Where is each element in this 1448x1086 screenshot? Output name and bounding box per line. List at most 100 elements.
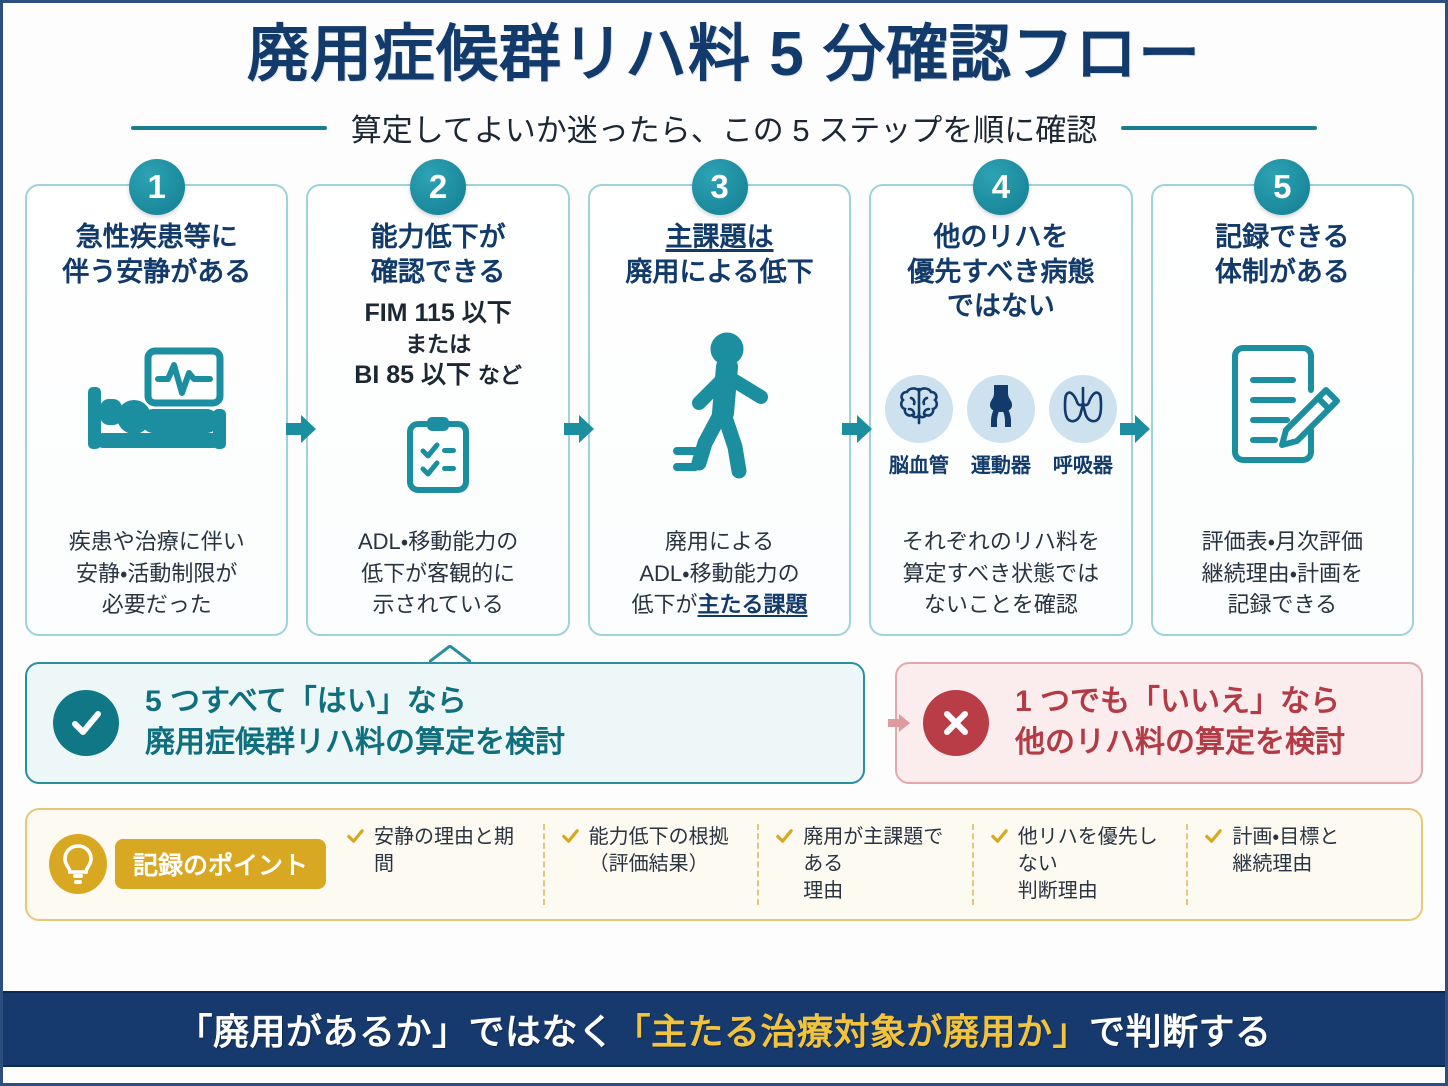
criteria-bi-row: BI 85 以下 など bbox=[354, 359, 522, 392]
check-circle-icon bbox=[53, 689, 119, 756]
step-title-2-line2: 確認できる bbox=[370, 256, 506, 287]
step-title-5-line1: 記録できる bbox=[1215, 222, 1350, 253]
step-caption-1-line1: 疾患や治療に伴い bbox=[68, 529, 245, 555]
tip-text-1-line1: 安静の理由と期間 bbox=[374, 825, 515, 875]
tips-items: 安静の理由と期間 能力低下の根拠 （評価結果） 廃用が主課題である 理由 bbox=[342, 823, 1401, 905]
step-icon-area-2 bbox=[318, 392, 557, 522]
step-caption-5: 評価表・月次評価 継続理由・計画を 記録できる bbox=[1202, 526, 1363, 620]
tip-text-2-line2: （評価結果） bbox=[588, 852, 709, 875]
tip-text-3-line1: 廃用が主課題である bbox=[803, 825, 944, 875]
step-caption-5-line3: 記録できる bbox=[1227, 591, 1338, 617]
tip-text-5: 計画・目標と 継続理由 bbox=[1232, 824, 1339, 878]
criteria-or: または bbox=[405, 332, 472, 358]
tip-text-4-line2: 判断理由 bbox=[1017, 879, 1098, 902]
connector-arrow-4-5 bbox=[1118, 412, 1152, 446]
step-criteria-2: FIM 115 以下 または BI 85 以下 など bbox=[354, 297, 522, 392]
tip-item-4: 他リハを優先しない 判断理由 bbox=[971, 823, 1187, 905]
conclusion-yes-text: 5 つすべて「はい」なら 廃用症候群リハ料の算定を検討 bbox=[145, 682, 565, 764]
brain-icon bbox=[895, 384, 943, 433]
page-title: 廃用症候群リハ料 5 分確認フロー bbox=[247, 20, 1201, 89]
conclusion-yes-banner: 5 つすべて「はい」なら 廃用症候群リハ料の算定を検討 bbox=[25, 662, 865, 784]
step-card-3: 3 主課題は 廃用による低下 bbox=[587, 159, 852, 637]
tip-text-4: 他リハを優先しない 判断理由 bbox=[1018, 824, 1171, 905]
cross-circle-icon bbox=[923, 689, 989, 756]
clipboard-checklist-icon bbox=[405, 415, 471, 500]
tip-item-3: 廃用が主課題である 理由 bbox=[757, 823, 972, 905]
subtitle-row: 算定してよいか迷ったら、この 5 ステップを順に確認 bbox=[3, 105, 1445, 150]
bottom-banner-text: 「廃用があるか」ではなく「主たる治療対象が廃用か」で判断する bbox=[176, 1003, 1271, 1055]
tips-strip: 記録のポイント 安静の理由と期間 能力低下の根拠 （評価結果） bbox=[25, 807, 1423, 921]
step-caption-2: ADL・移動能力の 低下が客観的に 示されている bbox=[358, 526, 518, 620]
step-card-1: 1 急性疾患等に 伴う安静がある bbox=[25, 159, 289, 637]
tip-text-4-line1: 他リハを優先しない bbox=[1017, 825, 1158, 875]
document-pencil-icon bbox=[1223, 344, 1341, 473]
step-caption-1-line3: 必要だった bbox=[101, 591, 212, 617]
step-badge-4: 4 bbox=[972, 159, 1029, 216]
tip-item-1: 安静の理由と期間 bbox=[342, 824, 543, 905]
check-icon-5 bbox=[1204, 827, 1223, 851]
step-card-2: 2 能力低下が 確認できる FIM 115 以下 または BI 85 以下 など bbox=[306, 159, 570, 637]
criteria-bi-suffix: など bbox=[477, 363, 522, 389]
organ-group: 脳血管 bbox=[884, 374, 1117, 478]
organ-label-lungs: 呼吸器 bbox=[1052, 454, 1113, 477]
step-badge-5: 5 bbox=[1254, 159, 1311, 216]
organ-label-brain: 脳血管 bbox=[888, 454, 949, 477]
check-icon-1 bbox=[346, 827, 365, 851]
step-card-5: 5 記録できる 体制がある bbox=[1150, 159, 1415, 637]
patient-in-bed-monitor-icon bbox=[82, 347, 232, 470]
step-caption-4-line1: それぞれのリハ料を bbox=[901, 529, 1100, 555]
organ-circle-joint bbox=[966, 374, 1035, 443]
organ-circle-lungs bbox=[1048, 374, 1117, 443]
check-icon-4 bbox=[990, 827, 1009, 851]
lightbulb-icon bbox=[47, 833, 109, 895]
lungs-icon bbox=[1059, 384, 1107, 433]
organ-item-joint: 運動器 bbox=[966, 374, 1035, 478]
step-title-4: 他のリハを 優先すべき病態 ではない bbox=[907, 220, 1094, 324]
step-caption-3-line2: ADL・移動能力の bbox=[639, 560, 800, 586]
rule-right bbox=[1121, 125, 1318, 130]
step-badge-2: 2 bbox=[410, 159, 467, 216]
banner-notch bbox=[428, 644, 472, 664]
joint-icon bbox=[981, 383, 1021, 434]
connector-arrow-2-3 bbox=[562, 412, 596, 446]
step-title-4-line2: 優先すべき病態 bbox=[907, 256, 1095, 287]
step-caption-4: それぞれのリハ料を 算定すべき状態では ないことを確認 bbox=[902, 526, 1100, 620]
step-caption-3-line1: 廃用による bbox=[664, 529, 775, 555]
step-title-1-line2: 伴う安静がある bbox=[62, 256, 252, 287]
step-caption-5-line1: 評価表・月次評価 bbox=[1201, 529, 1364, 555]
step-caption-1: 疾患や治療に伴い 安静・活動制限が 必要だった bbox=[69, 526, 245, 620]
tip-text-3-line2: 理由 bbox=[803, 879, 844, 902]
bottom-banner: 「廃用があるか」ではなく「主たる治療対象が廃用か」で判断する bbox=[3, 991, 1445, 1067]
connector-arrow-1-2 bbox=[284, 412, 318, 446]
criteria-fim: FIM 115 以下 bbox=[364, 299, 512, 328]
step-icon-area-4: 脳血管 bbox=[881, 330, 1120, 523]
step-title-3-line1: 主課題は bbox=[665, 222, 774, 253]
step-caption-2-line2: 低下が客観的に bbox=[361, 560, 516, 586]
step-caption-2-line1: ADL・移動能力の bbox=[357, 529, 519, 555]
step-caption-4-line3: ないことを確認 bbox=[923, 591, 1078, 617]
step-title-2: 能力低下が 確認できる bbox=[371, 220, 506, 289]
tip-item-5: 計画・目標と 継続理由 bbox=[1186, 823, 1401, 905]
tip-text-2-line1: 能力低下の根拠 bbox=[588, 825, 729, 848]
steps-row: 1 急性疾患等に 伴う安静がある bbox=[25, 159, 1423, 637]
check-icon-2 bbox=[561, 827, 580, 851]
step-caption-4-line2: 算定すべき状態では bbox=[902, 560, 1100, 586]
step-caption-3: 廃用による ADL・移動能力の 低下が主たる課題 bbox=[632, 526, 808, 620]
criteria-bi: BI 85 以下 bbox=[354, 361, 471, 390]
rule-left bbox=[130, 125, 327, 130]
organ-circle-brain bbox=[884, 374, 953, 443]
tip-item-2: 能力低下の根拠 （評価結果） bbox=[542, 823, 758, 905]
step-badge-1: 1 bbox=[128, 159, 185, 216]
walking-person-icon bbox=[665, 331, 775, 486]
tip-text-5-line2: 継続理由 bbox=[1232, 852, 1313, 875]
step-icon-area-3 bbox=[600, 295, 839, 522]
conclusion-yes-line1: 5 つすべて「はい」なら bbox=[145, 685, 467, 719]
connector-arrow-3-4 bbox=[840, 412, 874, 446]
tip-text-3: 廃用が主課題である 理由 bbox=[803, 824, 956, 905]
organ-item-lungs: 呼吸器 bbox=[1048, 374, 1117, 478]
conclusion-no-line1: 1 つでも「いいえ」なら bbox=[1015, 685, 1341, 719]
conclusion-row: 5 つすべて「はい」なら 廃用症候群リハ料の算定を検討 1 つでも「いいえ」なら… bbox=[25, 644, 1423, 784]
step-caption-5-line2: 継続理由・計画を bbox=[1201, 560, 1364, 586]
step-title-4-line3: ではない bbox=[946, 291, 1055, 322]
step-badge-3: 3 bbox=[691, 159, 748, 216]
